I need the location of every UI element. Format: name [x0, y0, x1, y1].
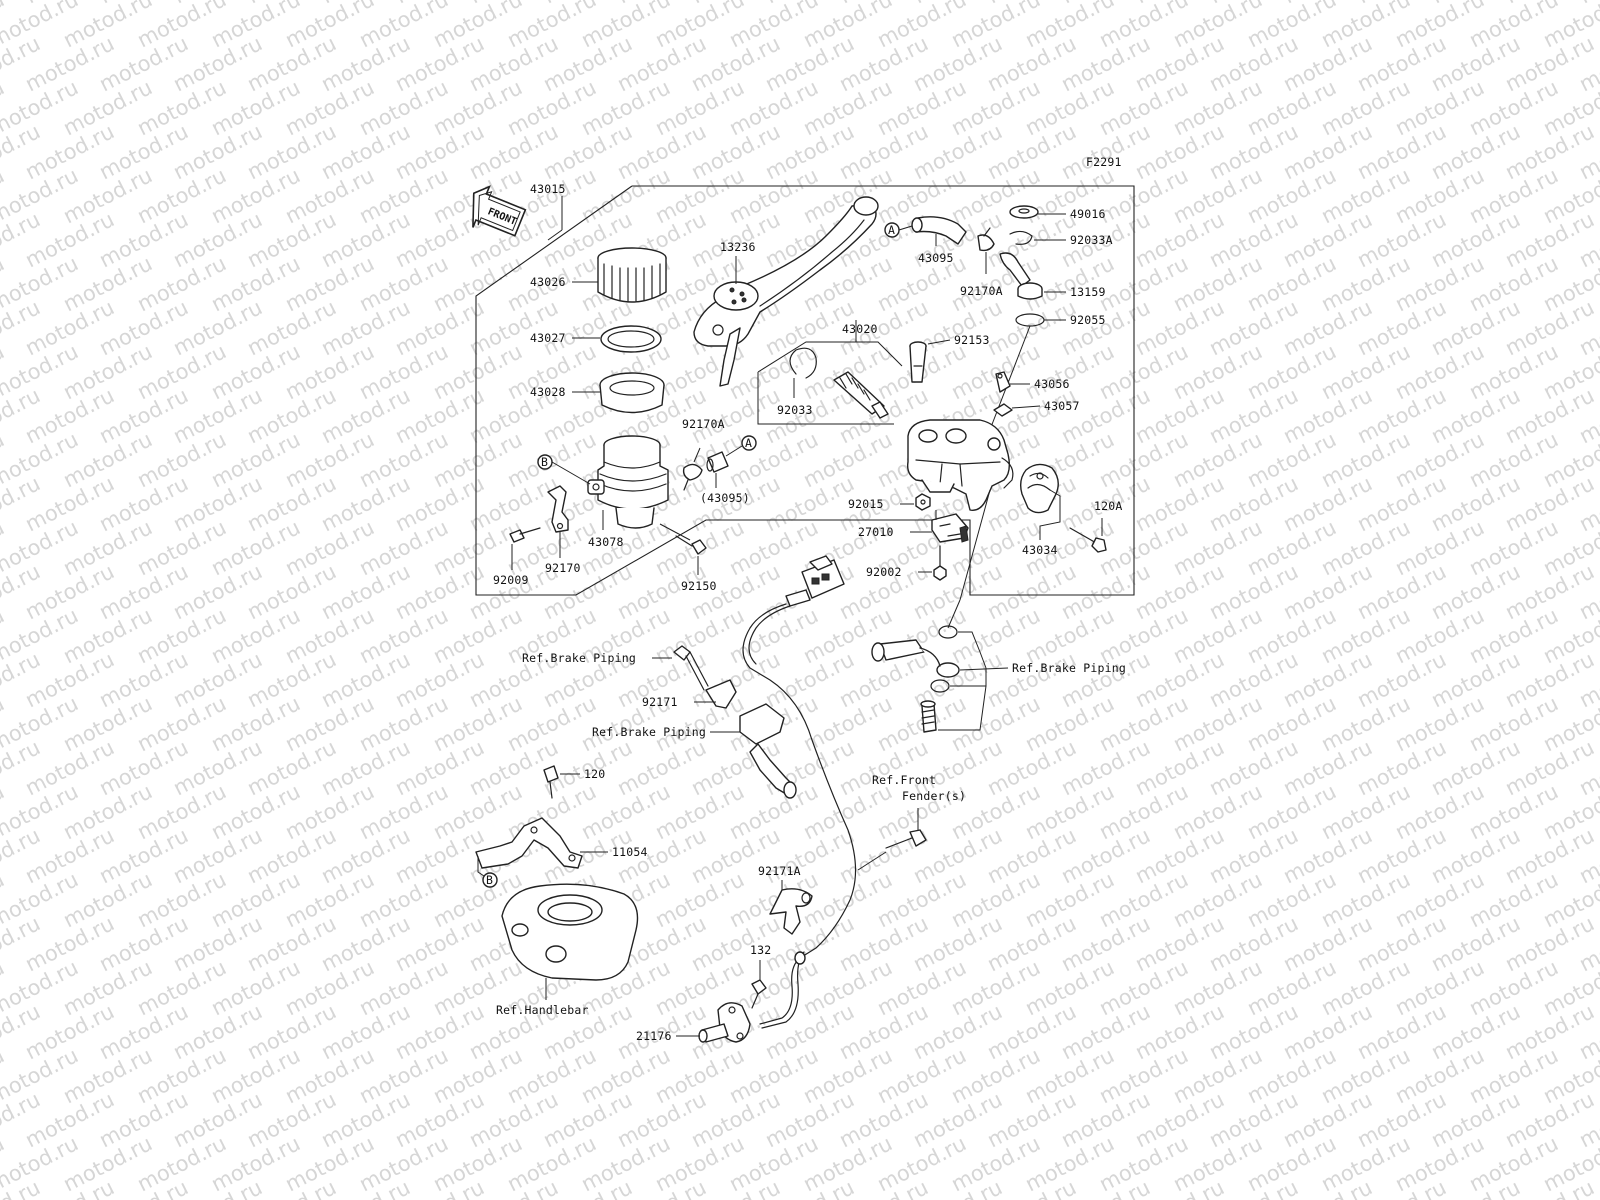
cap-49016 [1009, 205, 1039, 219]
label-13236: 13236 [720, 240, 756, 254]
label-132: 132 [750, 943, 771, 957]
label-43026: 43026 [530, 275, 566, 289]
label-27010: 27010 [858, 525, 894, 539]
ref-brake-piping-left-bottom: Ref.Brake Piping [592, 725, 706, 739]
ref-brake-piping-right: Ref.Brake Piping [1012, 661, 1126, 675]
figure-code: F2291 [1086, 155, 1122, 169]
label-43020: 43020 [842, 322, 878, 336]
label-92170A-top: 92170A [960, 284, 1003, 298]
ref-handlebar: Ref.Handlebar [496, 1003, 589, 1017]
banjo-bolt [920, 700, 937, 733]
label-92171: 92171 [642, 695, 678, 709]
label-120A: 120A [1094, 499, 1123, 513]
label-43095: 43095 [918, 251, 954, 265]
label-92033: 92033 [777, 403, 813, 417]
diaphragm-plate [600, 325, 662, 353]
handlebar-switch-housing [501, 883, 639, 981]
label-92055: 92055 [1070, 313, 1106, 327]
label-92002: 92002 [866, 565, 902, 579]
callout-a1: A [745, 436, 752, 450]
label-43057: 43057 [1044, 399, 1080, 413]
label-43056: 43056 [1034, 377, 1070, 391]
label-49016: 49016 [1070, 207, 1106, 221]
brake-light-switch-27010 [931, 513, 969, 543]
label-13159: 13159 [1070, 285, 1106, 299]
label-21176: 21176 [636, 1029, 672, 1043]
label-92150: 92150 [681, 579, 717, 593]
label-43015: 43015 [530, 182, 566, 196]
label-43078: 43078 [588, 535, 624, 549]
diaphragm [599, 372, 665, 414]
label-92015: 92015 [848, 497, 884, 511]
label-11054: 11054 [612, 845, 648, 859]
label-92171A: 92171A [758, 864, 801, 878]
callout-b1: B [541, 455, 548, 469]
label-92170: 92170 [545, 561, 581, 575]
label-92170A-mid: 92170A [682, 417, 725, 431]
label-120: 120 [584, 767, 605, 781]
label-92033A: 92033A [1070, 233, 1113, 247]
label-43034: 43034 [1022, 543, 1058, 557]
callout-a2: A [888, 223, 895, 237]
label-92009: 92009 [493, 573, 529, 587]
callout-b2: B [486, 873, 493, 887]
nut-92015 [915, 493, 931, 511]
reservoir-cap [597, 247, 667, 303]
ref-brake-piping-left-top: Ref.Brake Piping [522, 651, 636, 665]
ref-front-fender-1: Ref.Front [872, 773, 936, 787]
label-43095-ref: (43095) [700, 491, 750, 505]
label-92153: 92153 [954, 333, 990, 347]
label-43028: 43028 [530, 385, 566, 399]
watermark-text: motod.ru [1575, 0, 1600, 8]
ref-front-fender-2: Fender(s) [902, 789, 966, 803]
label-43027: 43027 [530, 331, 566, 345]
